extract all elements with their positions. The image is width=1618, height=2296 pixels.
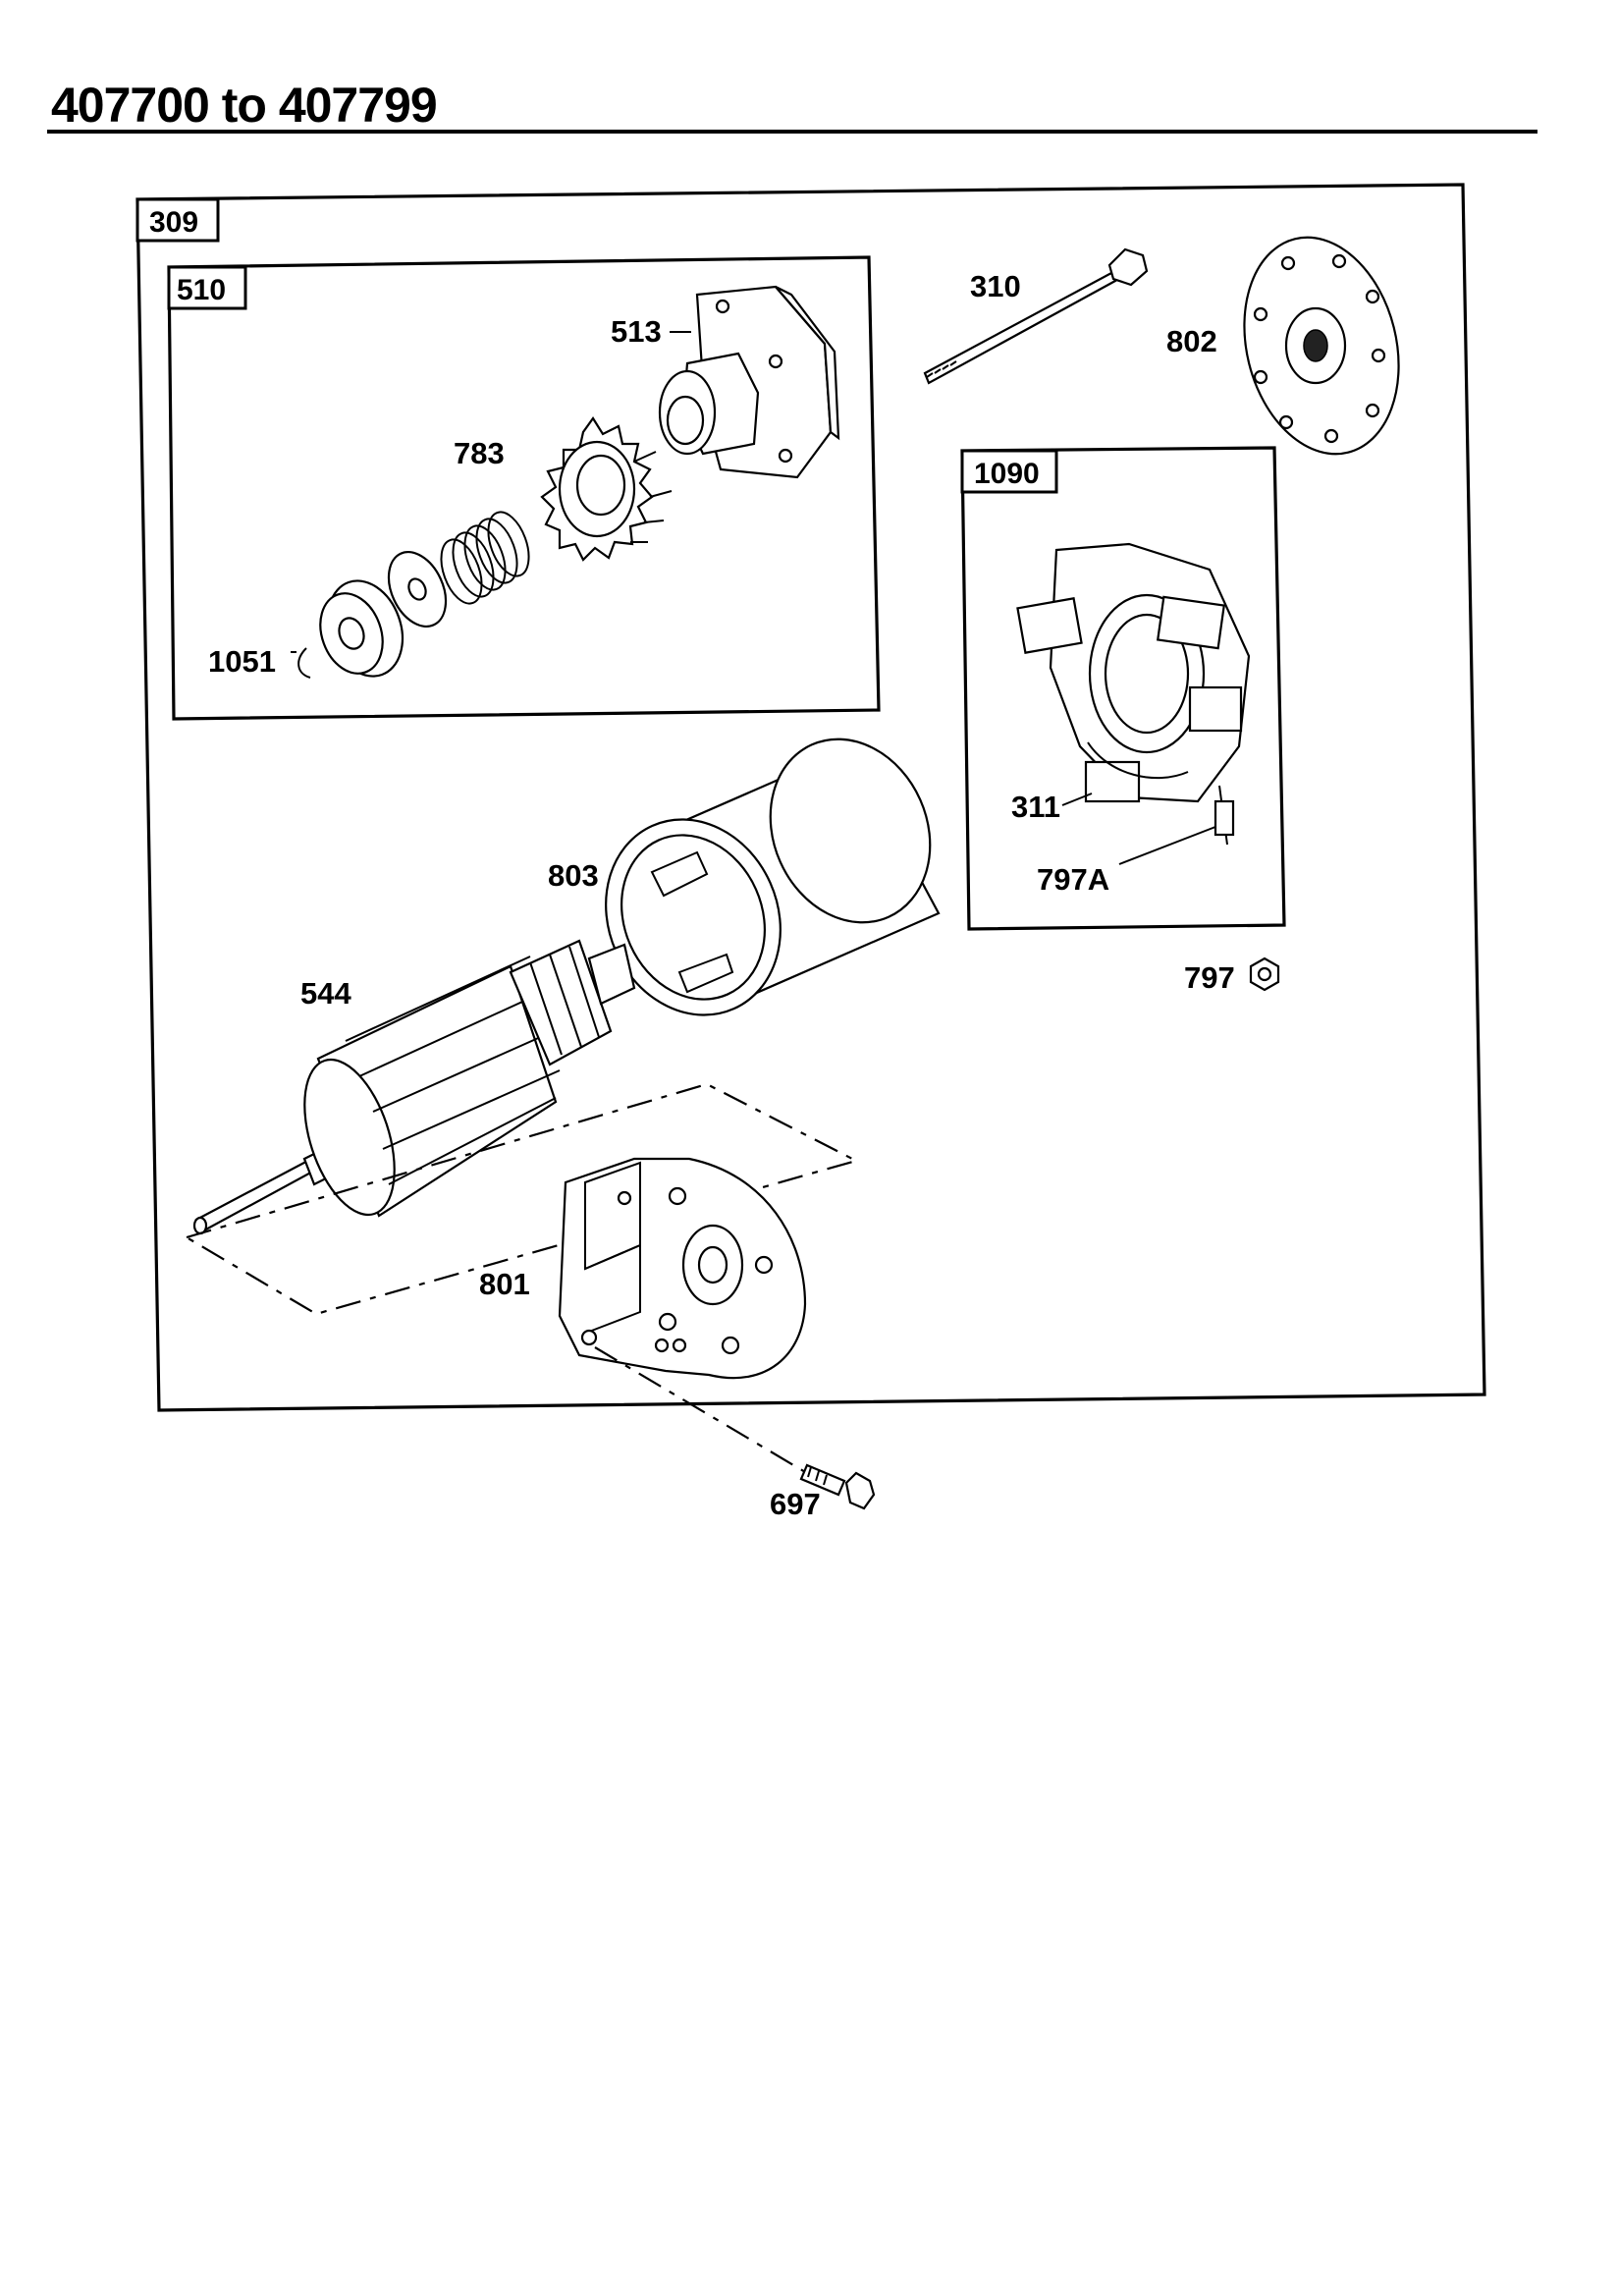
part-label-797A: 797A	[1037, 862, 1109, 897]
anti-drift-spring	[440, 511, 530, 605]
hex-nut-797	[1249, 957, 1280, 992]
part-label-310: 310	[970, 269, 1021, 303]
armature-544	[192, 939, 636, 1235]
part-label-311: 311	[1011, 790, 1060, 824]
title-underline	[47, 130, 1537, 134]
retaining-ring-1051	[291, 647, 311, 679]
part-label-544: 544	[300, 976, 351, 1011]
part-label-1051: 1051	[208, 644, 276, 679]
through-bolt-310	[923, 247, 1149, 385]
pinion-gear-783	[540, 416, 673, 562]
part-label-513: 513	[611, 314, 662, 349]
part-label-783: 783	[454, 436, 505, 470]
brush-holder-1090	[1016, 542, 1251, 846]
assembly-plane-guide	[184, 1082, 859, 1316]
frame-label-309: 309	[149, 206, 198, 239]
part-label-803: 803	[548, 858, 599, 893]
page-title: 407700 to 407799	[51, 78, 438, 133]
motor-housing-803	[605, 738, 941, 1016]
washer	[387, 551, 448, 628]
brush-assembly-frame-1090: 1090	[960, 446, 1286, 931]
part-label-797: 797	[1184, 960, 1235, 995]
part-label-697: 697	[770, 1487, 821, 1521]
assembly-frame-309: 309	[135, 183, 1486, 1412]
drive-assembly-frame-510: 510	[167, 255, 881, 721]
part-label-801: 801	[479, 1267, 530, 1301]
mounting-screw-697	[799, 1463, 876, 1510]
drive-housing-513	[658, 285, 840, 479]
end-bracket-801	[558, 1157, 807, 1380]
part-label-802: 802	[1166, 324, 1217, 358]
frame-label-510: 510	[177, 274, 226, 306]
frame-label-1090: 1090	[974, 458, 1040, 490]
screw-path-guide	[594, 1346, 828, 1486]
stop-collar	[319, 579, 404, 678]
end-cap-802	[1243, 236, 1400, 456]
